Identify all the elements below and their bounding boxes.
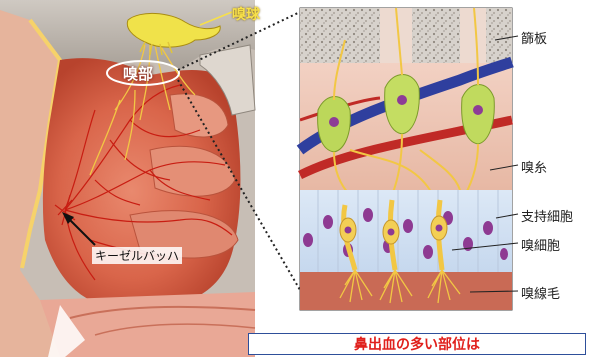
olfactory-bulb-label: 嗅球 xyxy=(232,4,260,24)
supporting-cell-label: 支持細胞 xyxy=(521,206,573,225)
olfactory-region-label: 嗅部 xyxy=(123,63,153,84)
caption-text: 鼻出血の多い部位は xyxy=(354,334,480,354)
right-panel xyxy=(300,8,512,310)
cribriform-gap-2 xyxy=(460,8,486,63)
cribriform-plate-label: 篩板 xyxy=(521,28,547,47)
left-panel xyxy=(0,0,255,357)
kiesselbach-label: キーゼルバッハ xyxy=(92,247,182,264)
olfactory-nerve-label: 嗅糸 xyxy=(521,157,547,176)
caption-box: 鼻出血の多い部位は xyxy=(248,333,586,355)
olfactory-cell-label: 嗅細胞 xyxy=(521,235,560,254)
olfactory-cilia-label: 嗅線毛 xyxy=(521,283,560,302)
mucus-layer xyxy=(300,272,512,310)
